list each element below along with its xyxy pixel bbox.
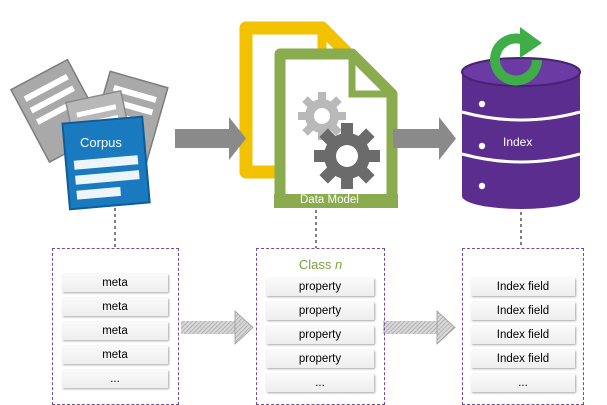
index-field-row: Index field — [471, 278, 575, 296]
top-arrow-left — [175, 117, 246, 160]
meta-row: meta — [62, 298, 168, 316]
property-row-more: ... — [266, 374, 374, 392]
connector-lines — [114, 208, 522, 248]
index-label: Index — [503, 135, 533, 149]
property-row: property — [266, 278, 374, 296]
large-gear-icon — [314, 123, 380, 189]
meta-list-box: meta meta meta meta ... — [52, 248, 179, 405]
property-row: property — [266, 302, 374, 320]
small-gear-icon — [298, 92, 346, 140]
meta-row: meta — [62, 346, 168, 364]
data-model-icon — [239, 21, 398, 208]
meta-row-more: ... — [62, 370, 168, 388]
index-field-row-more: ... — [471, 374, 575, 392]
class-title-text: Class — [298, 257, 332, 272]
top-arrow-right — [393, 117, 456, 160]
index-field-row: Index field — [471, 302, 575, 320]
data-model-label: Data Model — [300, 194, 359, 206]
meta-row: meta — [62, 322, 168, 340]
property-row: property — [266, 326, 374, 344]
hatched-arrow-left — [181, 310, 254, 345]
hatched-arrow-right — [383, 310, 456, 345]
class-title: Class n — [257, 257, 384, 272]
property-row: property — [266, 350, 374, 368]
refresh-icon — [490, 27, 542, 86]
index-field-row: Index field — [471, 350, 575, 368]
class-title-variable: n — [334, 257, 343, 272]
index-list-box: Index field Index field Index field Inde… — [462, 248, 584, 405]
corpus-label: Corpus — [80, 135, 122, 150]
class-list-box: Class n property property property prope… — [256, 248, 385, 405]
document-stack-icon — [9, 58, 169, 211]
index-field-row: Index field — [471, 326, 575, 344]
meta-row: meta — [62, 274, 168, 292]
